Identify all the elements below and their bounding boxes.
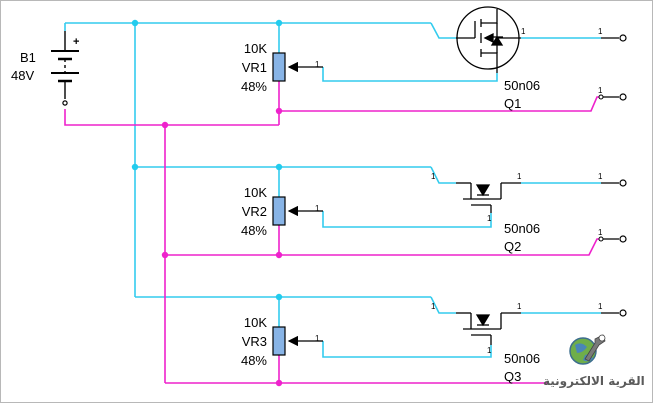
junction-dot bbox=[275, 293, 283, 301]
mosfet-q2 bbox=[456, 182, 521, 213]
q3-drain-link bbox=[430, 296, 456, 314]
q1-part: 50n06 bbox=[504, 78, 541, 93]
vr2-wiper-to-q2-gate bbox=[322, 211, 492, 228]
q3-ref: Q3 bbox=[504, 369, 522, 384]
vr3-percent: 48% bbox=[240, 353, 267, 368]
junction-dot bbox=[275, 163, 283, 171]
terminal-pin: 1 bbox=[598, 27, 603, 36]
q3-gate-pin: 1 bbox=[431, 302, 436, 311]
terminal-pin: 1 bbox=[598, 302, 603, 311]
junctions bbox=[131, 19, 283, 387]
vr1-wiper-to-q1-gate bbox=[322, 67, 498, 82]
vr3-wiper-to-q3-gate bbox=[322, 341, 492, 358]
q2-source-pin: 1 bbox=[487, 214, 492, 223]
q2-negative-return bbox=[279, 238, 601, 256]
q2-part: 50n06 bbox=[504, 221, 541, 236]
battery-ref: B1 bbox=[20, 50, 36, 65]
q1-ref: Q1 bbox=[504, 96, 522, 111]
junction-dot bbox=[161, 121, 169, 129]
mosfet-q3 bbox=[456, 312, 521, 345]
vr3-resistance: 10K bbox=[243, 315, 267, 330]
battery-plus-sign: + bbox=[73, 36, 80, 48]
q2-gate-pin: 1 bbox=[431, 172, 436, 181]
vr2-ref: VR2 bbox=[241, 204, 267, 219]
terminal-q1-gnd[interactable] bbox=[619, 93, 627, 101]
vr1-ref: VR1 bbox=[241, 60, 267, 75]
q2-drain-link bbox=[430, 166, 456, 184]
negative-rail-wiring bbox=[64, 81, 601, 384]
junction-dot bbox=[161, 251, 169, 259]
junction-dot bbox=[275, 251, 283, 259]
q1-drain-link bbox=[430, 22, 456, 39]
terminal-pin: 1 bbox=[598, 228, 603, 237]
junction-dot bbox=[131, 19, 139, 27]
terminal-q2-out[interactable] bbox=[619, 179, 627, 187]
potentiometer-vr3 bbox=[272, 326, 323, 356]
pin-markers bbox=[62, 94, 604, 242]
junction-dot bbox=[275, 19, 283, 27]
vr3-wiper-pin: 1 bbox=[315, 334, 320, 343]
potentiometer-vr2 bbox=[272, 196, 323, 226]
positive-rail-wiring bbox=[64, 22, 601, 358]
vr3-ref: VR3 bbox=[241, 334, 267, 349]
vr1-percent: 48% bbox=[240, 79, 267, 94]
terminal-pin: 1 bbox=[598, 172, 603, 181]
junction-dot bbox=[131, 163, 139, 171]
q3-part: 50n06 bbox=[504, 351, 541, 366]
vr2-wiper-pin: 1 bbox=[315, 204, 320, 213]
junction-dot bbox=[275, 107, 283, 115]
q3-drain-pin: 1 bbox=[517, 302, 522, 311]
battery-voltage: 48V bbox=[11, 68, 35, 83]
terminal-pin: 1 bbox=[598, 86, 603, 95]
vr1-wiper-pin: 1 bbox=[315, 60, 320, 69]
q3-source-pin: 1 bbox=[487, 346, 492, 355]
q1-drain-pin: 1 bbox=[521, 27, 526, 36]
q1-negative-return bbox=[279, 96, 601, 112]
terminal-q1-out[interactable] bbox=[619, 34, 627, 42]
potentiometer-vr1 bbox=[272, 52, 323, 82]
terminal-q2-gnd[interactable] bbox=[619, 235, 627, 243]
logo-text: القرية الالكترونية bbox=[543, 374, 645, 388]
vr2-percent: 48% bbox=[240, 223, 267, 238]
vr2-resistance: 10K bbox=[243, 185, 267, 200]
terminal-q3-out[interactable] bbox=[619, 309, 627, 317]
q2-drain-pin: 1 bbox=[517, 172, 522, 181]
vr1-resistance: 10K bbox=[243, 41, 267, 56]
globe-wrench-icon bbox=[569, 334, 606, 365]
q2-ref: Q2 bbox=[504, 239, 522, 254]
battery-negative-wire bbox=[64, 109, 279, 126]
mosfet-q1 bbox=[456, 6, 521, 73]
output-terminals bbox=[601, 34, 627, 317]
junction-dot bbox=[275, 379, 283, 387]
